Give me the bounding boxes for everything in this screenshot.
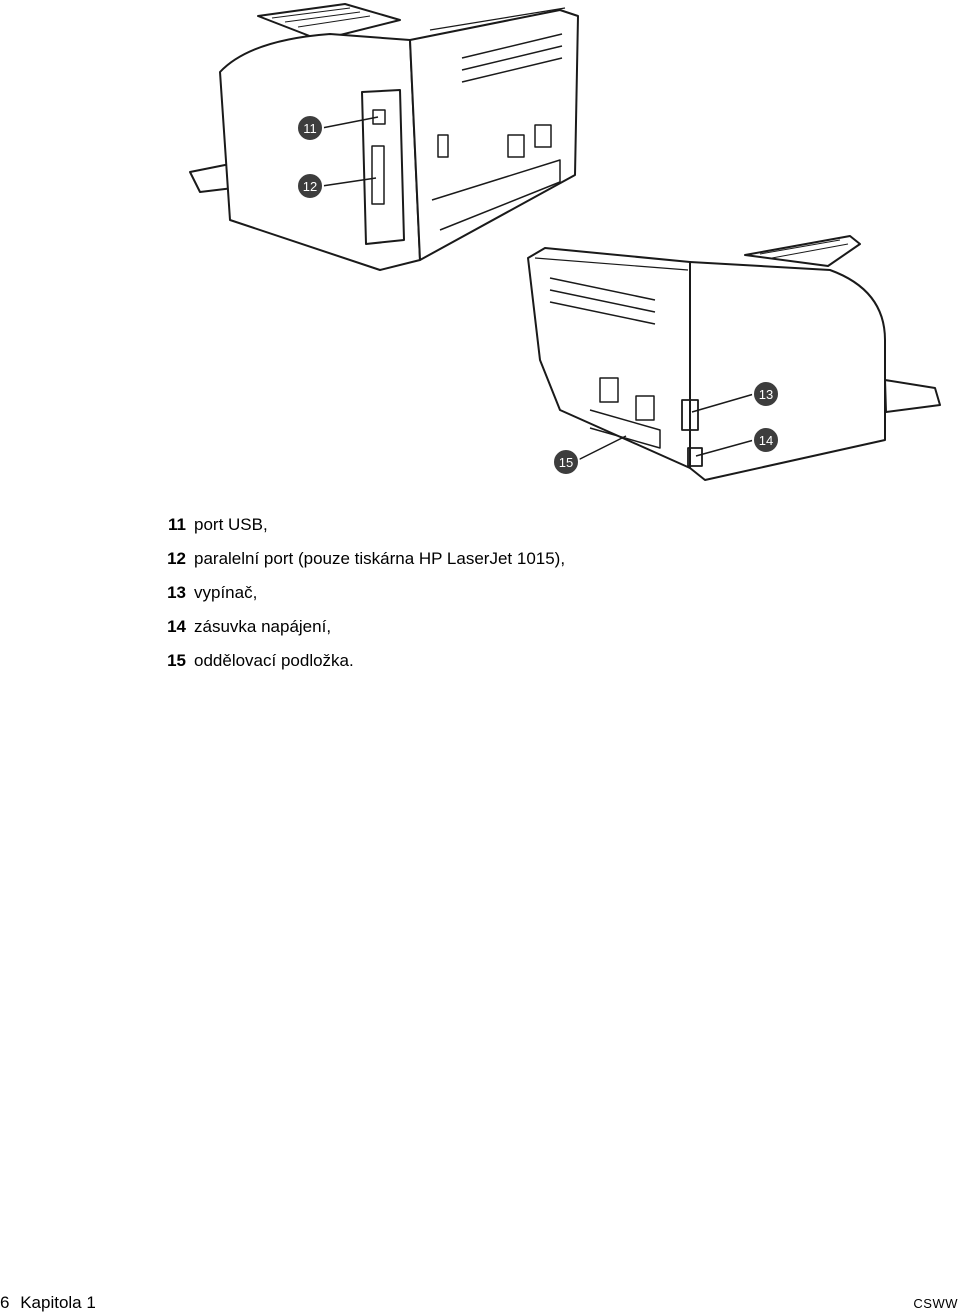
- callout-12: 12: [296, 172, 324, 200]
- callout-14: 14: [752, 426, 780, 454]
- legend-description: port USB,: [194, 515, 268, 534]
- page-number: 6: [0, 1293, 10, 1312]
- legend-number: 14: [167, 617, 186, 636]
- legend-description: zásuvka napájení,: [194, 617, 332, 636]
- chapter-label: Kapitola 1: [20, 1293, 96, 1312]
- legend-description: vypínač,: [194, 583, 258, 602]
- legend-item: 14 zásuvka napájení,: [150, 617, 850, 651]
- legend-item: 13 vypínač,: [150, 583, 850, 617]
- legend-description: oddělovací podložka.: [194, 651, 354, 670]
- callout-15: 15: [552, 448, 580, 476]
- legend-number: 11: [168, 515, 186, 534]
- legend-description: paralelní port (pouze tiskárna HP LaserJ…: [194, 549, 566, 568]
- callout-11: 11: [296, 114, 324, 142]
- legend-number: 12: [167, 549, 186, 568]
- callout-13: 13: [752, 380, 780, 408]
- svg-text:14: 14: [759, 433, 773, 448]
- legend-number: 13: [167, 583, 186, 602]
- locale-code: CSWW: [913, 1296, 958, 1311]
- legend-number: 15: [167, 651, 186, 670]
- svg-text:12: 12: [303, 179, 317, 194]
- printer-right-view: [527, 235, 941, 481]
- callout-legend: 11 port USB, 12 paralelní port (pouze ti…: [150, 515, 850, 685]
- page-footer-left: 6 Kapitola 1: [0, 1293, 96, 1313]
- svg-text:15: 15: [559, 455, 573, 470]
- printer-illustration: 11 12 13 14 15: [189, 3, 941, 481]
- legend-item: 15 oddělovací podložka.: [150, 651, 850, 685]
- svg-text:11: 11: [303, 121, 317, 136]
- svg-text:13: 13: [759, 387, 773, 402]
- legend-item: 11 port USB,: [150, 515, 850, 549]
- printer-left-view: [189, 3, 579, 271]
- legend-item: 12 paralelní port (pouze tiskárna HP Las…: [150, 549, 850, 583]
